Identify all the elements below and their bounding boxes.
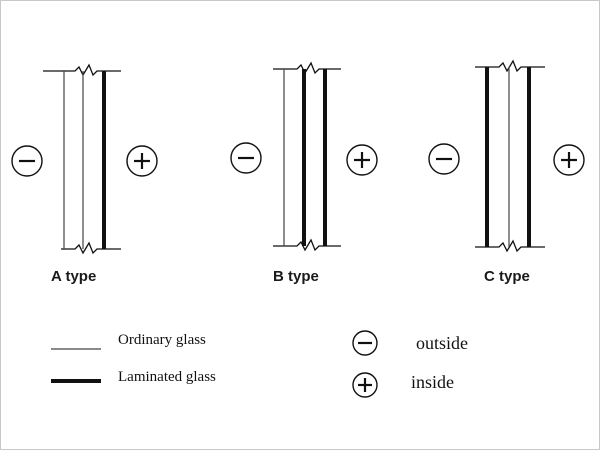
frame-top-a xyxy=(43,63,121,77)
frame-top-c xyxy=(475,59,545,73)
assembly-c: C type xyxy=(428,59,585,285)
type-label-a: A type xyxy=(51,268,96,285)
legend-inside-label: inside xyxy=(411,372,454,392)
legend-outside-sign xyxy=(352,330,378,356)
outside-sign-c xyxy=(428,143,460,175)
inside-sign-b xyxy=(346,144,378,176)
frame-bottom-c xyxy=(475,239,545,253)
outside-sign-b xyxy=(230,142,262,174)
inside-sign-c xyxy=(553,144,585,176)
legend-ordinary-label: Ordinary glass xyxy=(118,332,206,348)
type-label-b: B type xyxy=(273,268,319,285)
inside-sign-a xyxy=(126,145,158,177)
frame-bottom-a xyxy=(61,241,121,255)
legend-outside-label: outside xyxy=(416,333,468,353)
legend-inside-sign xyxy=(352,372,378,398)
frame-bottom-b xyxy=(273,238,341,252)
legend-laminated-label: Laminated glass xyxy=(118,369,216,385)
assembly-a: A type xyxy=(11,63,158,285)
outside-sign-a xyxy=(11,145,43,177)
legend: Ordinary glass Laminated glass outside i… xyxy=(51,330,468,398)
assembly-b: B type xyxy=(230,61,378,285)
type-label-c: C type xyxy=(484,268,530,285)
frame-top-b xyxy=(273,61,341,75)
